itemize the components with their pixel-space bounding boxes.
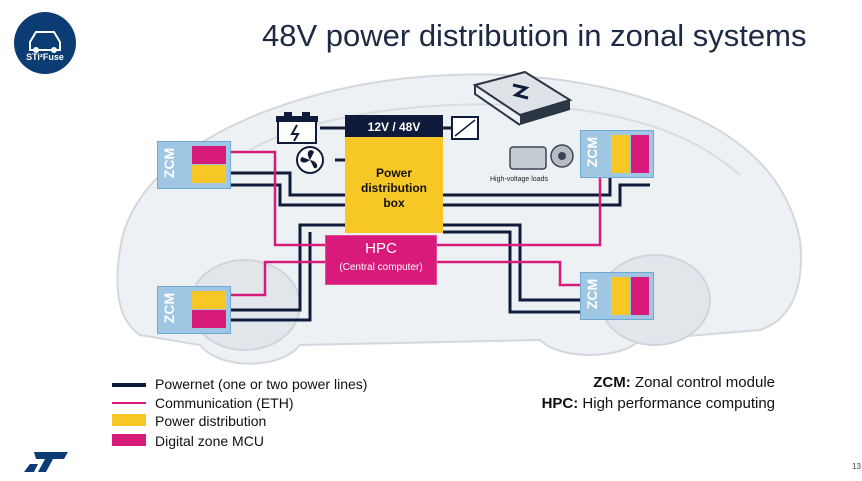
- car-shield-icon: [29, 31, 61, 53]
- voltage-label: 12V / 48V: [345, 115, 443, 139]
- zcm-label: ZCM: [584, 278, 601, 310]
- legend-label-communication: Communication (ETH): [155, 395, 294, 411]
- hpc-subtitle: (Central computer): [339, 262, 423, 273]
- hv-loads-label: High-voltage loads: [490, 176, 548, 183]
- zcm-label: ZCM: [161, 292, 178, 324]
- power-distribution-block: [192, 165, 226, 183]
- zcm-label: ZCM: [584, 136, 601, 168]
- power-distribution-box: [345, 137, 443, 233]
- legend-swatch-powernet: [112, 383, 146, 387]
- hpc-title: HPC: [365, 240, 397, 257]
- legend-label-digital-zone-mcu: Digital zone MCU: [155, 433, 264, 449]
- power-distribution-block: [611, 277, 629, 315]
- legend-swatch-digital-zone-mcu: [112, 434, 146, 446]
- hv-battery-pack-icon: [472, 70, 573, 126]
- hv-loads-icon: [509, 144, 574, 170]
- definition-hpc: HPC: High performance computing: [480, 393, 775, 414]
- definition-desc: High performance computing: [578, 395, 775, 412]
- zcm-bottom-left: ZCM: [157, 286, 231, 334]
- logo-text: STi²Fuse: [26, 52, 64, 62]
- definition-term: HPC:: [541, 395, 579, 412]
- zcm-label: ZCM: [161, 147, 178, 179]
- legend-swatch-communication: [112, 402, 146, 404]
- page-number: 13: [852, 462, 861, 471]
- definition-zcm: ZCM: Zonal control module: [480, 372, 775, 393]
- battery-icon: [276, 112, 318, 144]
- digital-zone-mcu-block: [192, 310, 226, 328]
- st-logo-icon: [24, 452, 68, 472]
- converter-icon: [451, 116, 479, 140]
- zcm-top-left: ZCM: [157, 141, 231, 189]
- zcm-bottom-right: ZCM: [580, 272, 654, 320]
- pdb-line-1: Power: [375, 166, 412, 180]
- digital-zone-mcu-block: [192, 146, 226, 164]
- legend-swatch-power-distribution: [112, 414, 146, 426]
- definitions: ZCM: Zonal control module HPC: High perf…: [480, 372, 775, 414]
- legend-label-power-distribution: Power distribution: [155, 413, 267, 429]
- power-distribution-block: [611, 135, 629, 173]
- digital-zone-mcu-block: [631, 135, 649, 173]
- digital-zone-mcu-block: [631, 277, 649, 315]
- zcm-top-right: ZCM: [580, 130, 654, 178]
- stifuse-logo: [14, 12, 76, 74]
- pdb-line-3: box: [383, 196, 405, 210]
- hpc-box: [325, 235, 437, 285]
- power-distribution-block: [192, 291, 226, 309]
- slide-title: 48V power distribution in zonal systems: [262, 18, 807, 53]
- fan-icon: [296, 146, 324, 174]
- definition-term: ZCM:: [593, 374, 631, 391]
- power-distribution-box-label: Power distribution box: [345, 166, 443, 211]
- pdb-line-2: distribution: [361, 181, 427, 195]
- definition-desc: Zonal control module: [630, 374, 775, 391]
- legend-label-powernet: Powernet (one or two power lines): [155, 376, 368, 392]
